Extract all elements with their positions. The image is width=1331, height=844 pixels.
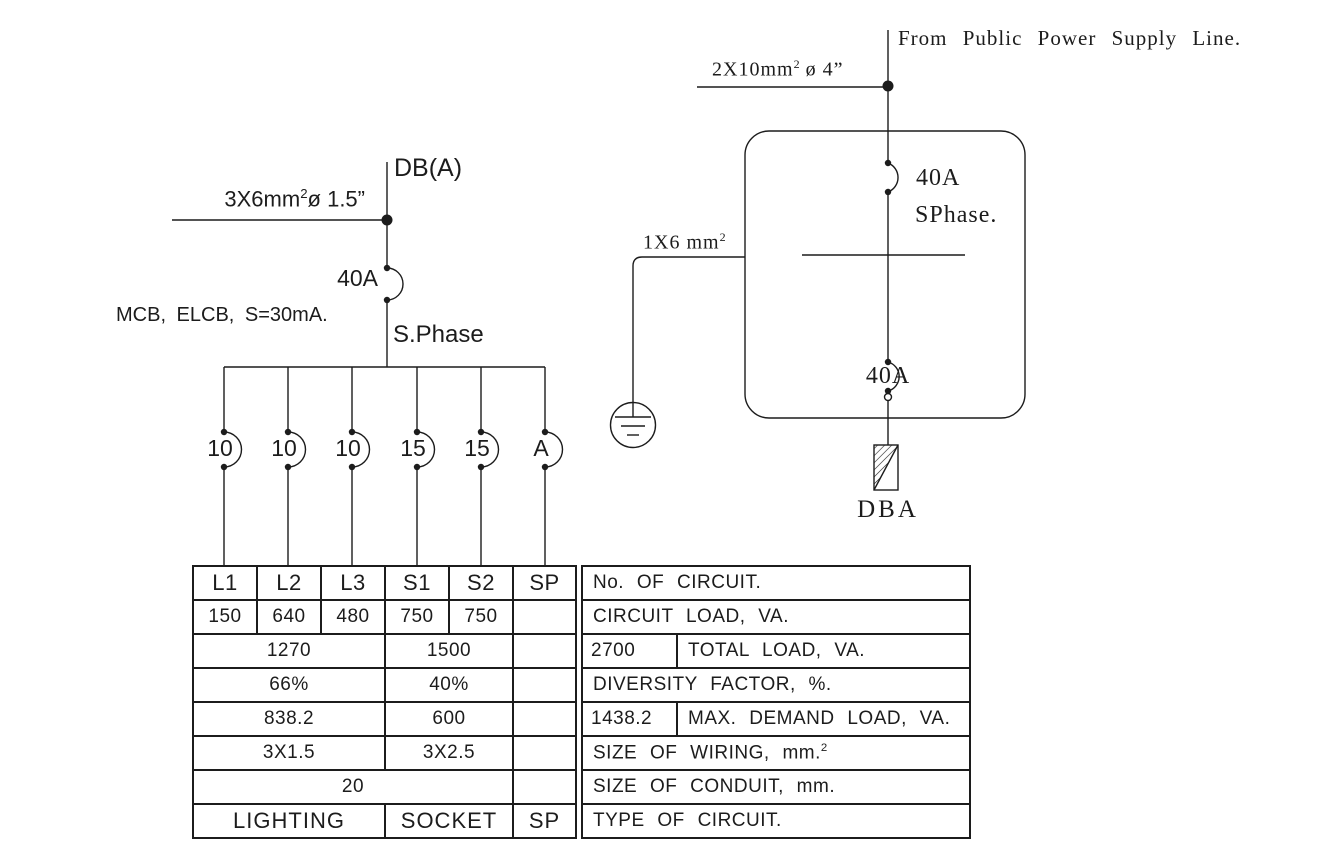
phase-label-right: SPhase.: [915, 202, 998, 228]
branch-breaker-label: 15: [464, 435, 490, 461]
dba-symbol: [873, 444, 899, 491]
row-label-max-demand: MAX. DEMAND LOAD, VA.: [675, 701, 972, 737]
main-breaker-rating-label: 40A: [916, 165, 961, 191]
table-row: 1270 1500: [192, 633, 577, 669]
table-row: TYPE OF CIRCUIT.: [580, 803, 972, 839]
circuit-header-cell: L2: [256, 565, 322, 601]
empty-cell: [512, 633, 577, 669]
max-demand-socket-cell: 600: [384, 701, 514, 737]
branch-breaker-label: 10: [271, 435, 297, 461]
circuit-header-cell: SP: [512, 565, 577, 601]
row-label-diversity: DIVERSITY FACTOR, %.: [580, 667, 972, 703]
empty-cell: [512, 701, 577, 737]
circuit-header-cell: L3: [320, 565, 386, 601]
circuit-schedule-left: L1 L2 L3 S1 S2 SP 150 640 480 750 750 12…: [192, 565, 577, 839]
row-label-circuit-load: CIRCUIT LOAD, VA.: [580, 599, 972, 635]
left-junction-dot: [381, 214, 393, 226]
panel-box: [744, 130, 1026, 419]
branch-breaker-label: 10: [335, 435, 361, 461]
table-row: 2700 TOTAL LOAD, VA.: [581, 633, 972, 669]
table-row: 838.2 600: [192, 701, 577, 737]
total-load-lighting-cell: 1270: [192, 633, 386, 669]
circuit-schedule-right: No. OF CIRCUIT. CIRCUIT LOAD, VA. 2700 T…: [580, 565, 972, 839]
type-sp-cell: SP: [512, 803, 577, 839]
circuit-load-cell: 750: [448, 599, 514, 635]
diversity-socket-cell: 40%: [384, 667, 514, 703]
wiring-lighting-cell: 3X1.5: [192, 735, 386, 771]
branch-circuit: [284, 367, 307, 565]
max-demand-overall-cell: 1438.2: [581, 701, 678, 737]
type-lighting-cell: LIGHTING: [192, 803, 386, 839]
branch-circuit: [477, 367, 500, 565]
dba-label: DBA: [857, 496, 919, 523]
branch-breaker-label: 15: [400, 435, 426, 461]
table-row: L1 L2 L3 S1 S2 SP: [192, 565, 577, 601]
row-label-circuits: No. OF CIRCUIT.: [580, 565, 972, 601]
left-main-breaker-symbol: [383, 264, 404, 304]
table-row: No. OF CIRCUIT.: [580, 565, 972, 601]
table-row: 66% 40%: [192, 667, 577, 703]
main-breaker-symbol: [884, 159, 899, 196]
branch-breaker-label: 10: [207, 435, 233, 461]
row-label-total-load: TOTAL LOAD, VA.: [675, 633, 972, 669]
total-load-socket-cell: 1500: [384, 633, 514, 669]
circuit-header-cell: S2: [448, 565, 514, 601]
table-row: 3X1.5 3X2.5: [192, 735, 577, 771]
max-demand-lighting-cell: 838.2: [192, 701, 386, 737]
conduit-size-cell: 20: [192, 769, 514, 805]
branch-circuit: [220, 367, 243, 565]
earth-symbol: [609, 401, 657, 449]
branch-circuit: [541, 367, 564, 565]
left-incoming-cable-label: 3X6mm2ø 1.5”: [224, 186, 365, 212]
db-a-label: DB(A): [394, 154, 463, 182]
table-row: DIVERSITY FACTOR, %.: [580, 667, 972, 703]
outgoing-breaker-rating-label: 40A: [865, 363, 911, 389]
table-row: CIRCUIT LOAD, VA.: [580, 599, 972, 635]
table-row: 1438.2 MAX. DEMAND LOAD, VA.: [581, 701, 972, 737]
protection-label: MCB, ELCB, S=30mA.: [116, 304, 328, 326]
table-row: SIZE OF CONDUIT, mm.: [580, 769, 972, 805]
wiring-socket-cell: 3X2.5: [384, 735, 514, 771]
circuit-load-cell: 480: [320, 599, 386, 635]
branch-breaker-label: A: [533, 435, 549, 461]
type-socket-cell: SOCKET: [384, 803, 514, 839]
table-row: SIZE OF WIRING, mm.2: [580, 735, 972, 771]
incoming-cable-label: 2X10mm2 ø 4”: [712, 57, 844, 81]
earth-lead-line: [632, 256, 745, 402]
total-load-overall-cell: 2700: [581, 633, 678, 669]
empty-cell: [512, 599, 577, 635]
outgoing-breaker-symbol: [883, 358, 900, 402]
junction-dot: [882, 80, 894, 92]
supply-source-label: From Public Power Supply Line.: [898, 26, 1242, 50]
left-main-breaker-rating-label: 40A: [337, 265, 378, 291]
circuit-load-cell: 750: [384, 599, 450, 635]
phase-label-left: S.Phase: [393, 321, 484, 348]
empty-cell: [512, 735, 577, 771]
row-label-conduit: SIZE OF CONDUIT, mm.: [580, 769, 972, 805]
table-row: 20: [192, 769, 577, 805]
earth-cable-label: 1X6 mm2: [643, 230, 726, 254]
circuit-header-cell: L1: [192, 565, 258, 601]
circuit-load-cell: 150: [192, 599, 258, 635]
circuit-load-cell: 640: [256, 599, 322, 635]
branch-circuit: [348, 367, 371, 565]
circuit-header-cell: S1: [384, 565, 450, 601]
table-row: 150 640 480 750 750: [192, 599, 577, 635]
row-label-type: TYPE OF CIRCUIT.: [580, 803, 972, 839]
empty-cell: [512, 667, 577, 703]
table-row: LIGHTING SOCKET SP: [192, 803, 577, 839]
row-label-wiring: SIZE OF WIRING, mm.2: [580, 735, 972, 771]
empty-cell: [512, 769, 577, 805]
branch-circuit: [413, 367, 436, 565]
diversity-lighting-cell: 66%: [192, 667, 386, 703]
